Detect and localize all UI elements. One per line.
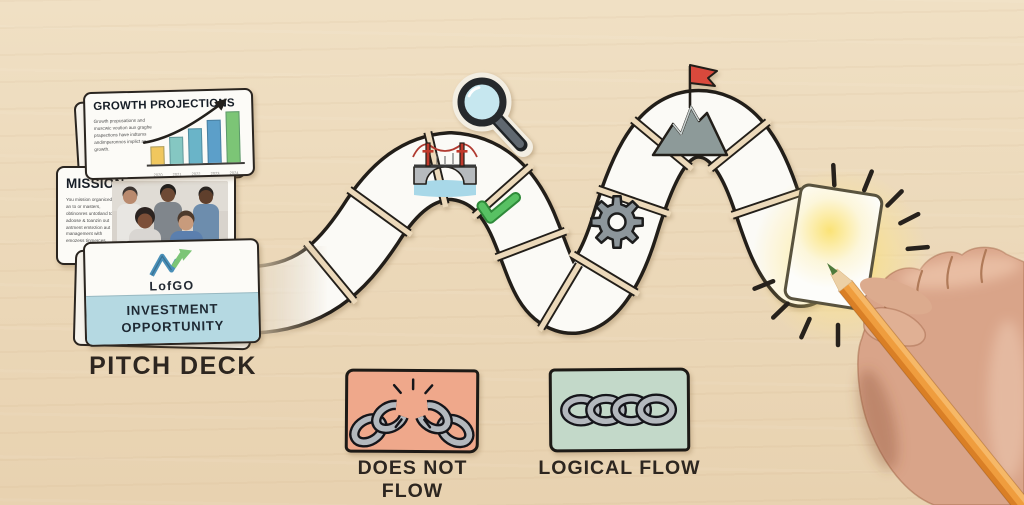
- chart-year: 2021: [172, 171, 182, 177]
- bridge-icon: [412, 142, 478, 197]
- chart-year: 2023: [210, 170, 220, 176]
- cover-title-band: INVESTMENT OPPORTUNITY: [86, 292, 260, 345]
- chart-year: 2022: [191, 171, 201, 177]
- checkmark-icon: [476, 191, 522, 224]
- cover-slide: LofGO INVESTMENT OPPORTUNITY: [82, 238, 262, 347]
- does-not-flow-label: DOES NOT FLOW: [357, 457, 468, 502]
- cover-title-line2: OPPORTUNITY: [121, 317, 225, 336]
- mountain-flag-icon: [651, 64, 729, 157]
- chart-bar: [206, 119, 222, 163]
- logical-flow-box: [548, 367, 691, 453]
- growth-projections-slide: GROWTH PROJECTIONS Growth propusations a…: [82, 87, 256, 181]
- mission-slide-title: MISSION: [66, 176, 125, 191]
- logo-text: LofGO: [149, 278, 195, 294]
- chart-year: 2024: [229, 170, 239, 176]
- chart-year: 2020: [153, 172, 163, 178]
- broken-chain-icon: [349, 378, 475, 449]
- chain-icon: [560, 393, 678, 427]
- cover-title-line1: INVESTMENT: [126, 301, 219, 319]
- gear-icon: [590, 195, 644, 249]
- mission-slide-body: You mission organiced an to or masters, …: [66, 197, 113, 244]
- logical-flow-label: LOGICAL FLOW: [538, 457, 701, 479]
- does-not-flow-box: [344, 368, 480, 454]
- growth-arrow-icon: [142, 98, 228, 144]
- logo-zigzag-icon: [149, 248, 193, 277]
- chart-bar: [150, 146, 165, 165]
- pitch-deck-label: PITCH DECK: [89, 352, 257, 380]
- chart-bar: [169, 136, 184, 164]
- chart-bars: [145, 110, 245, 167]
- chart-bar: [225, 111, 241, 163]
- growth-bar-chart: 2020 2021 2022 2023 2024: [142, 98, 245, 181]
- chart-bar: [187, 128, 203, 164]
- magnifier-icon: [452, 72, 533, 157]
- chart-year-labels: 2020 2021 2022 2023 2024: [147, 170, 245, 178]
- break-sparks: [392, 378, 434, 429]
- logo: LofGO: [85, 240, 258, 301]
